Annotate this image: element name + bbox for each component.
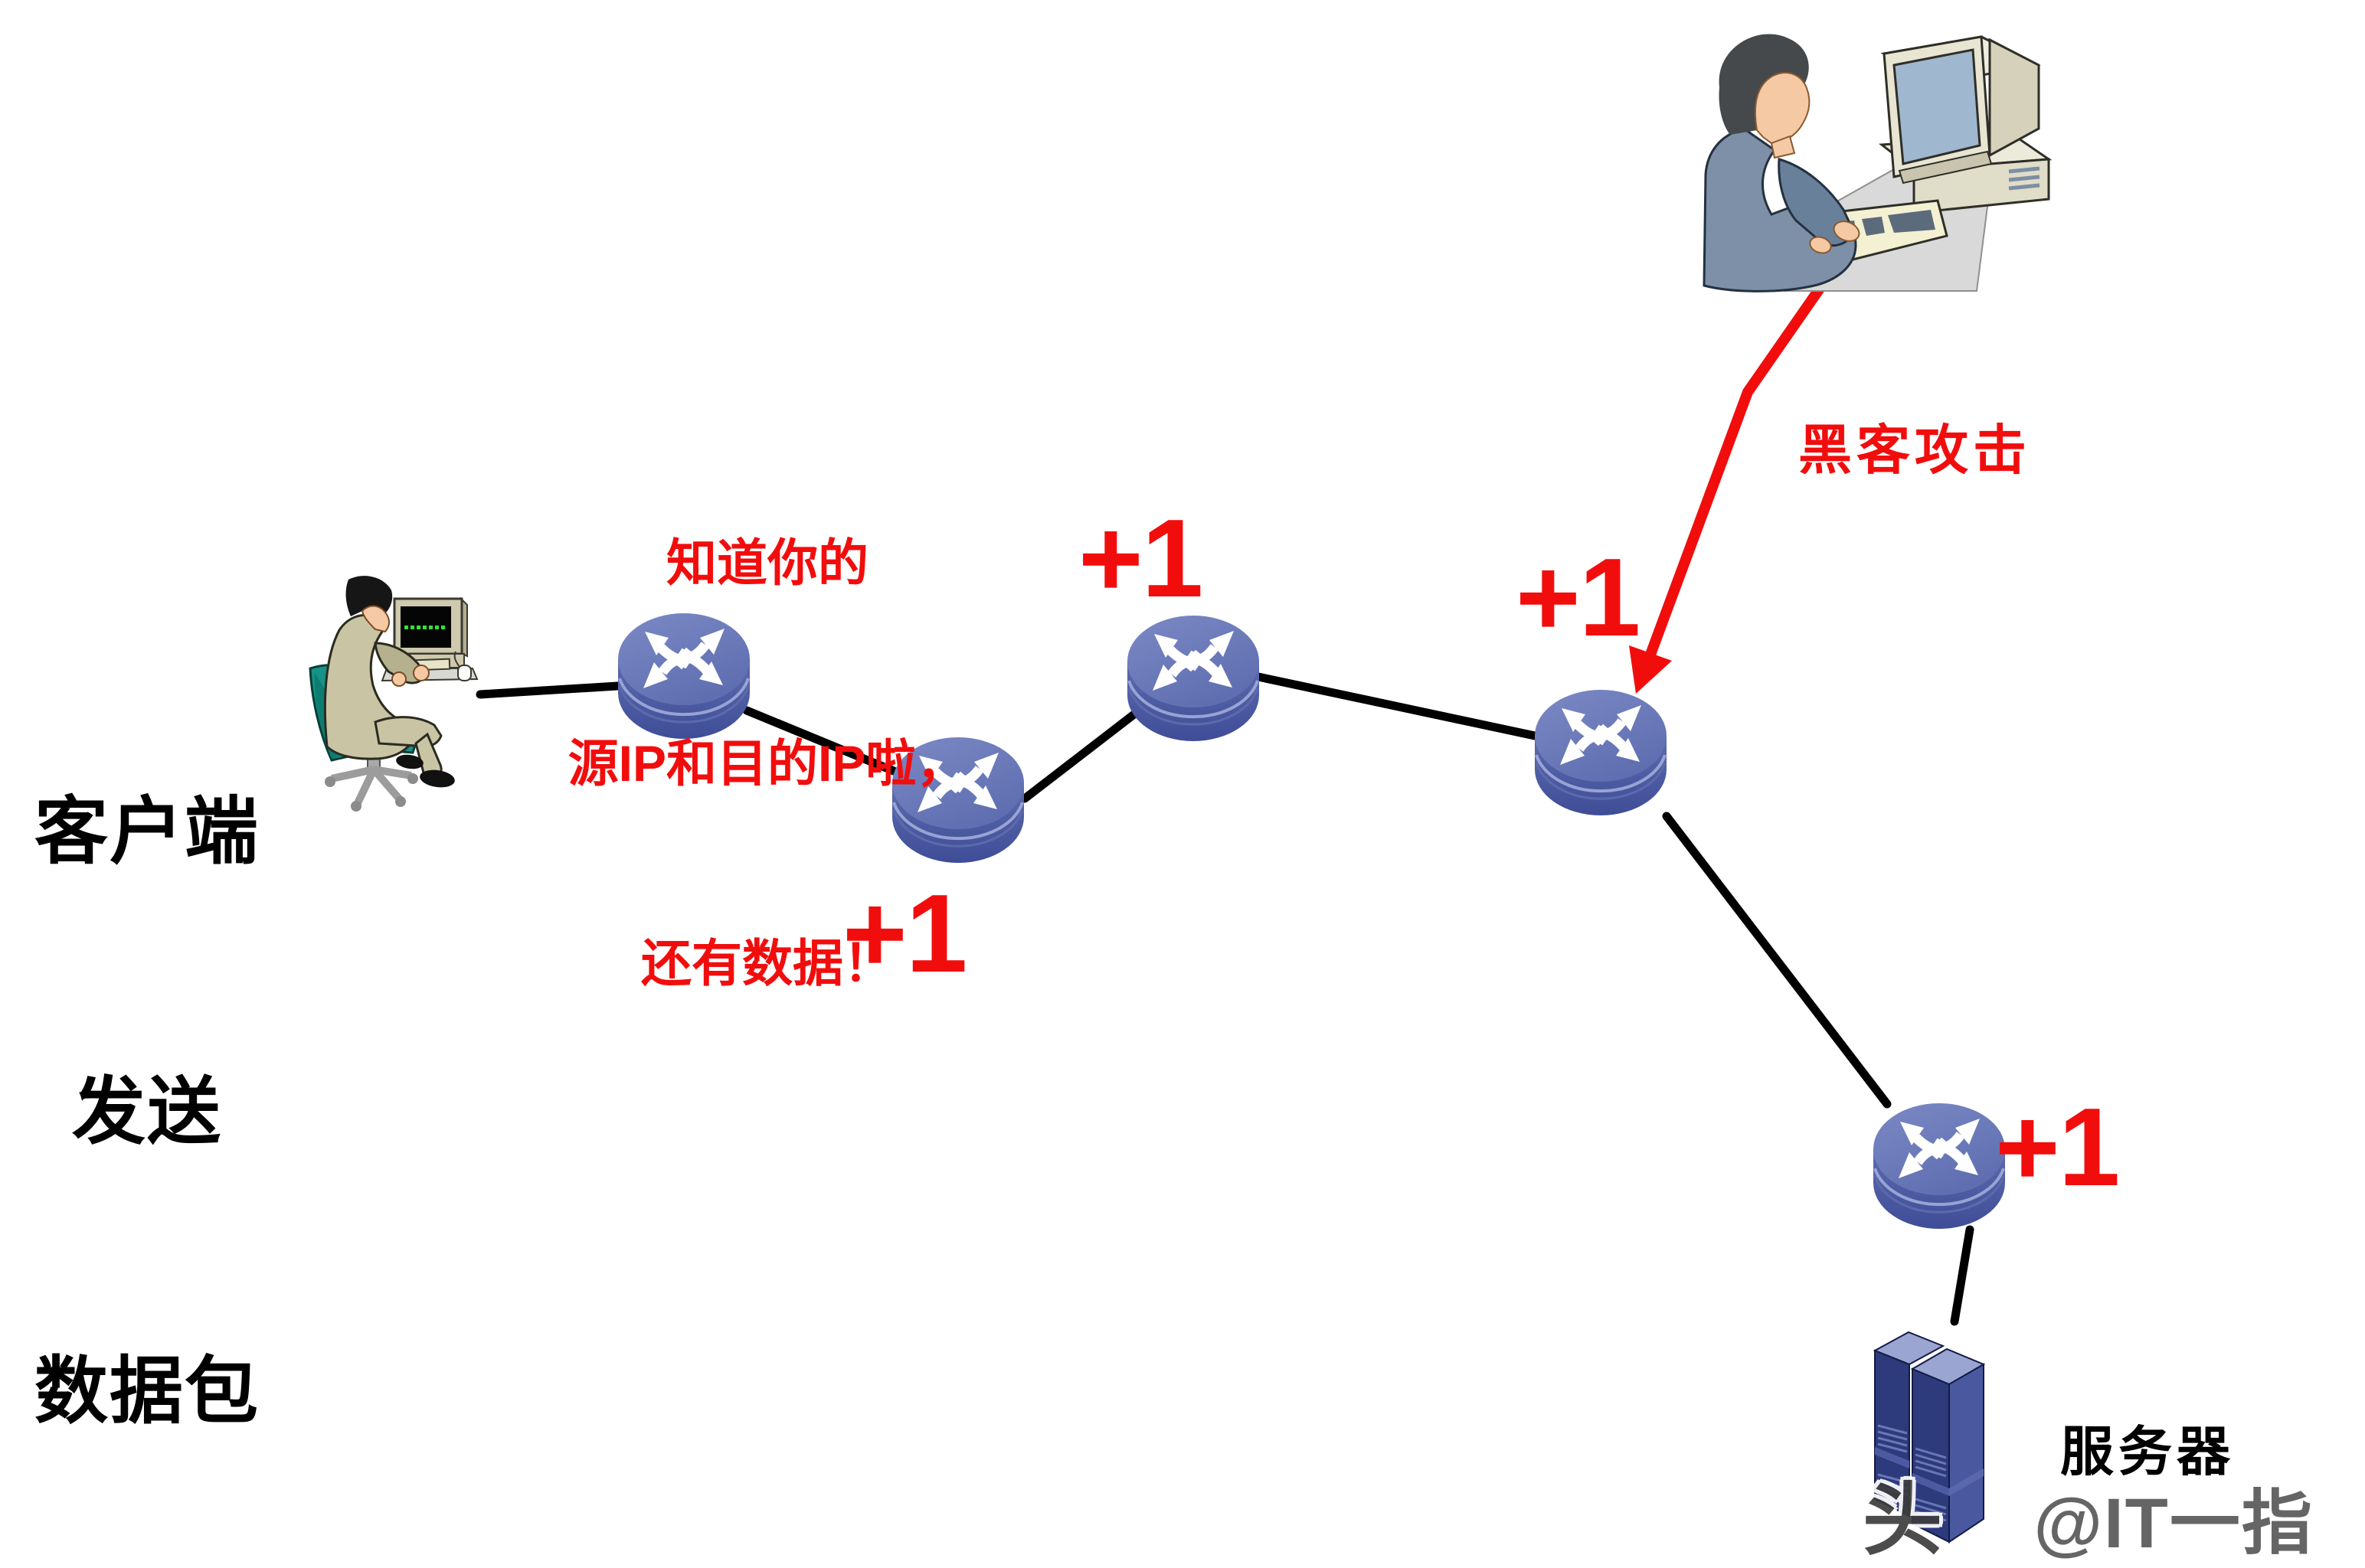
ttl-increment-router4: +1 xyxy=(1516,535,1640,659)
note-line: 知道你的 xyxy=(666,534,868,592)
arrowhead-icon xyxy=(1629,645,1672,694)
ttl-increment-router5: +1 xyxy=(1995,1085,2120,1209)
watermark-handle: @IT一指禅 xyxy=(2033,1485,2314,1563)
client-caption-line: 发送 xyxy=(72,1070,222,1153)
sniffed-data-note: 知道你的 源IP和目的IP啦， 还有数据！ xyxy=(528,397,1006,1130)
link-client-router1 xyxy=(476,681,622,699)
client-caption-line: 数据包 xyxy=(34,1351,260,1433)
router-icon-4 xyxy=(1535,690,1667,815)
note-line: 还有数据！ xyxy=(641,934,894,991)
client-caption: 客户端 发送 数据包 xyxy=(28,599,267,1568)
ttl-increment-router3: +1 xyxy=(1078,496,1203,620)
server-icon xyxy=(1873,1331,1986,1544)
hacker-figure xyxy=(1703,34,2053,292)
hacker-monitor-icon xyxy=(1880,35,2041,185)
ttl-increment-router2: +1 xyxy=(842,871,967,995)
hacker-person xyxy=(1703,34,1860,292)
hacker-attack-label: 黑客攻击 xyxy=(1798,420,2031,480)
link-router1-router2 xyxy=(742,706,898,776)
link-router2-router3 xyxy=(1020,709,1140,803)
link-router5-server xyxy=(1950,1225,1974,1326)
client-caption-line: 客户端 xyxy=(34,790,260,873)
link-router3-router4 xyxy=(1254,672,1539,740)
hacker-attack-arrow xyxy=(1629,283,1826,694)
server-label: 服务器 xyxy=(2060,1422,2235,1481)
network-links xyxy=(476,672,1974,1326)
mouse-icon xyxy=(457,665,472,681)
link-router4-router5 xyxy=(1662,812,1892,1109)
client-user-figure xyxy=(309,576,479,812)
client-person xyxy=(323,576,455,788)
router-icon-3 xyxy=(1127,616,1259,741)
note-line: 源IP和目的IP啦， xyxy=(568,734,967,792)
router-icon-5 xyxy=(1873,1103,2005,1229)
watermark: 头条 @IT一指禅 xyxy=(1863,1455,2365,1568)
watermark-prefix: 头条 xyxy=(1863,1476,1946,1565)
